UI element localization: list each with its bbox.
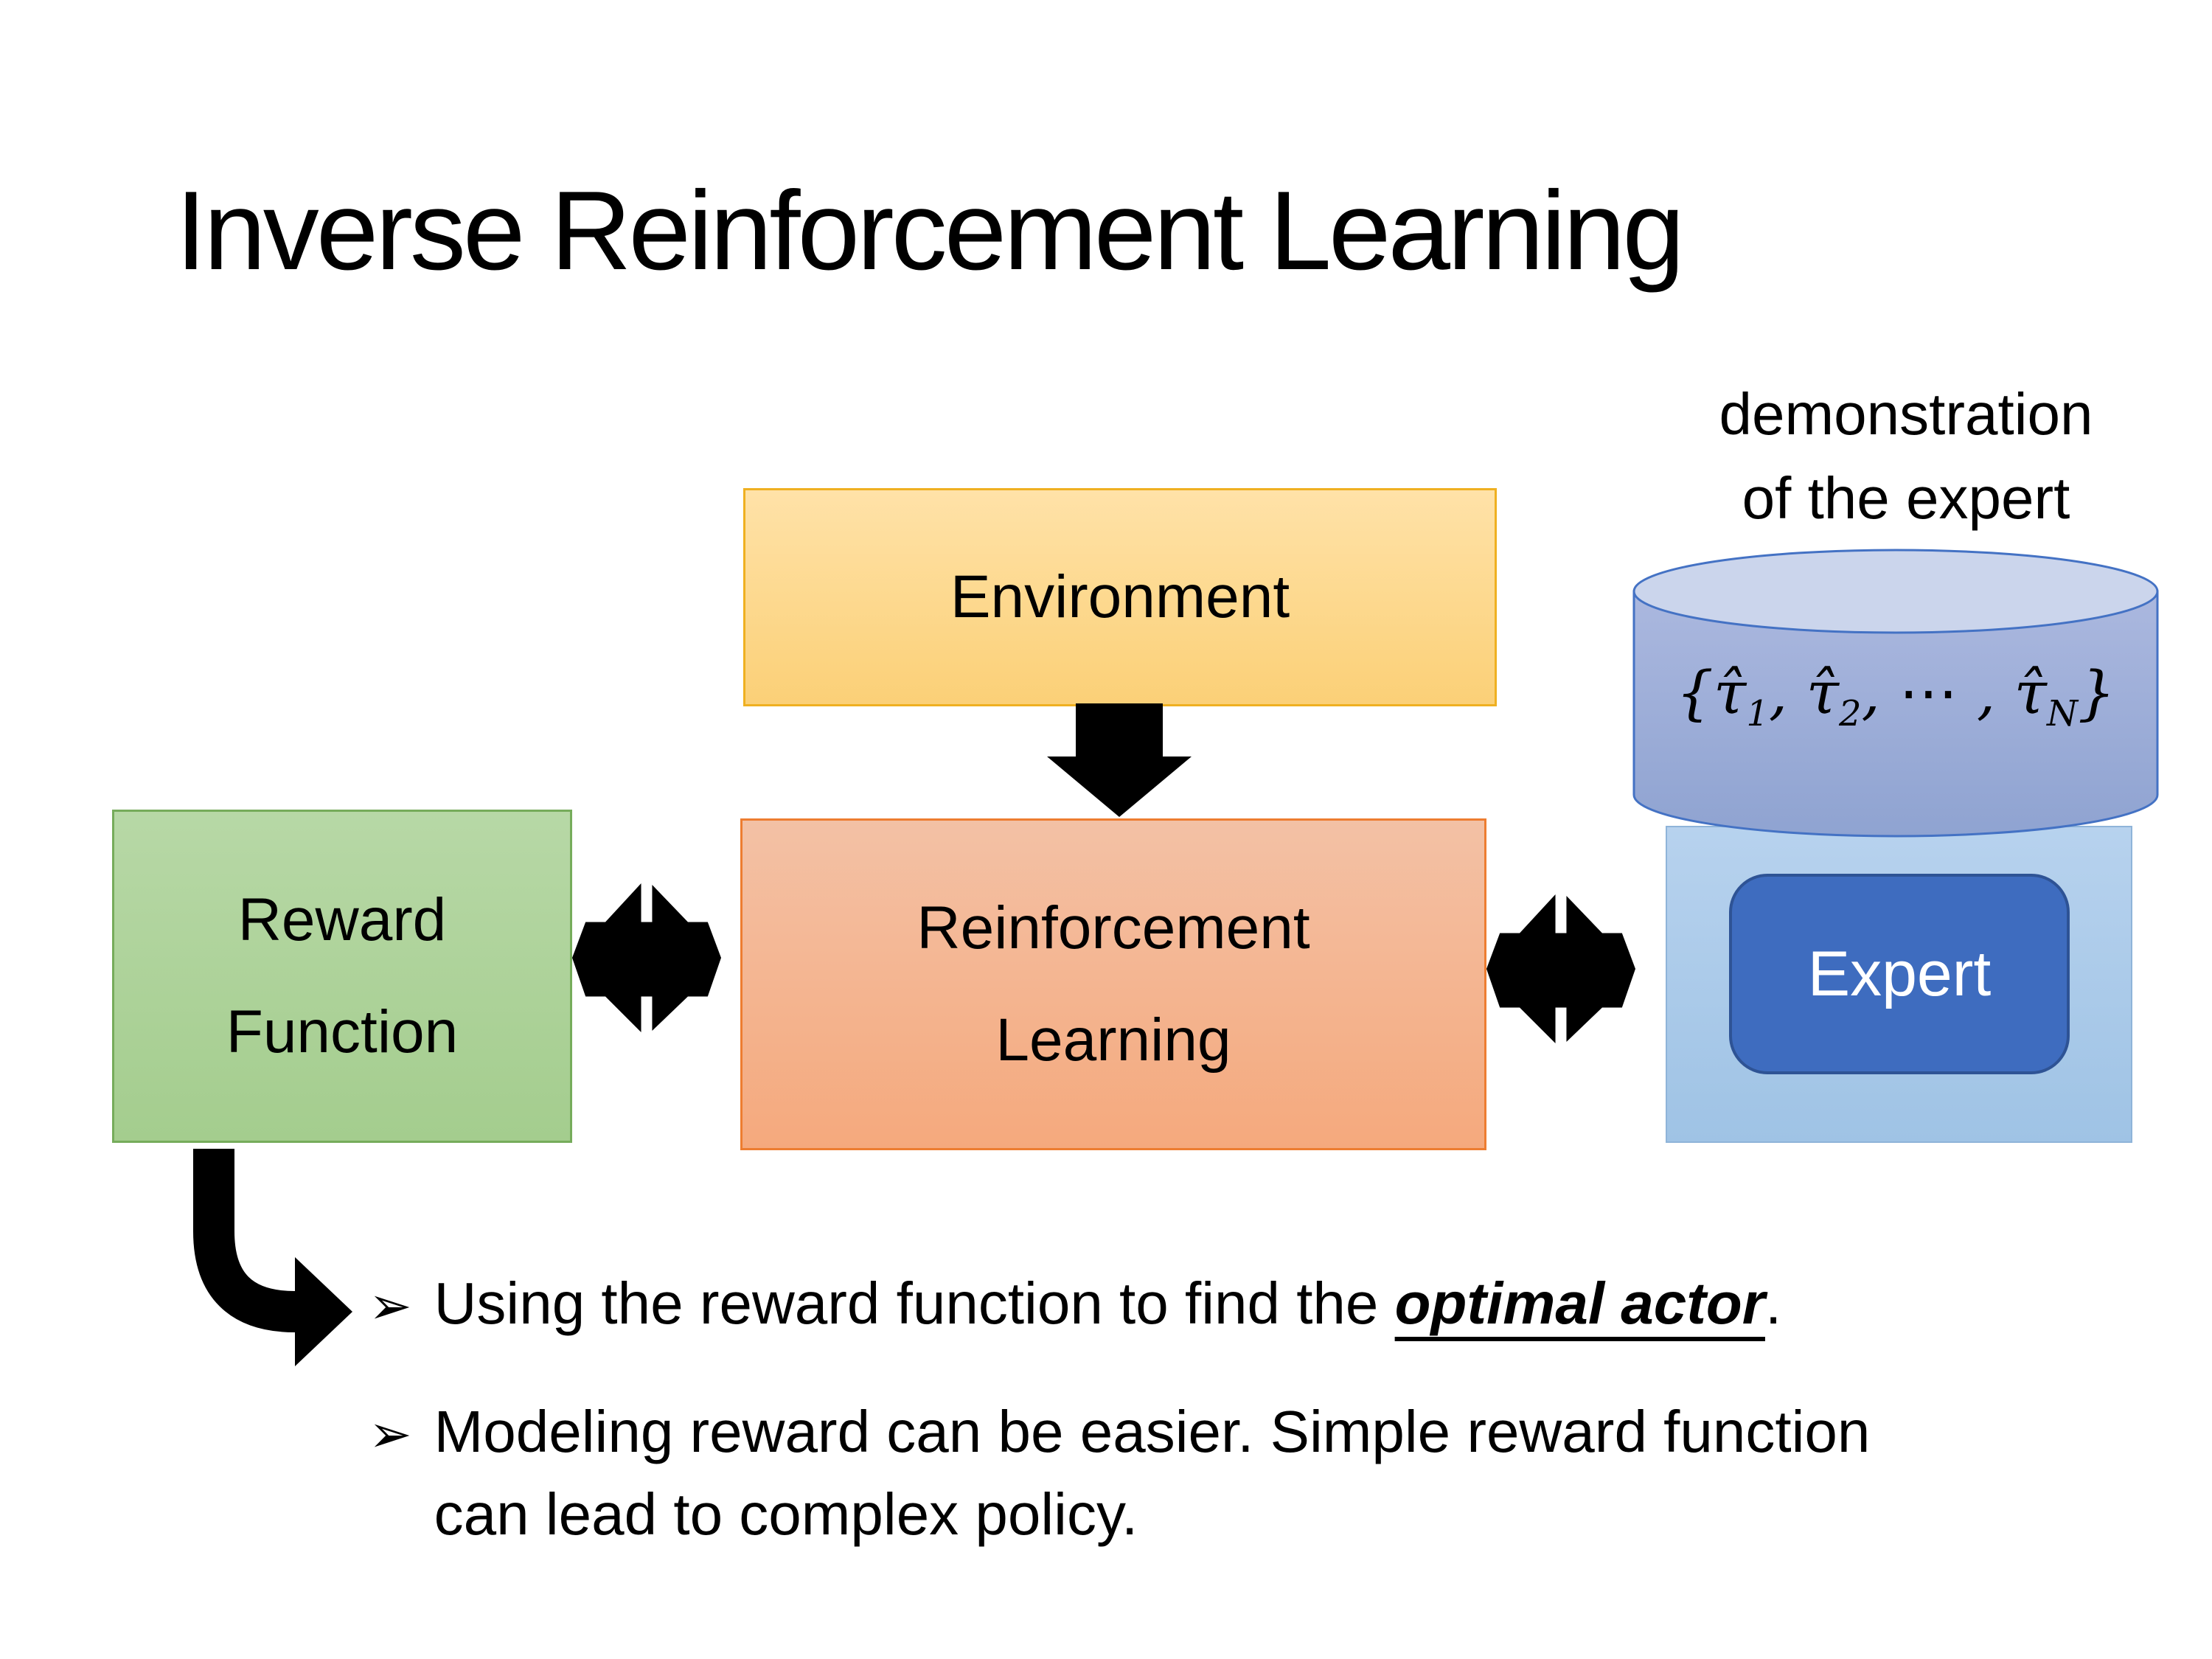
formula-subscript: 1 [1746,693,1769,734]
reinforcement-learning-box-line2: Learning [995,1006,1231,1074]
demonstration-database-icon [1632,549,2159,838]
demonstration-label-line1: demonstration [1719,381,2093,447]
environment-box: Environment [743,488,1497,706]
slide-title: Inverse Reinforcement Learning [175,168,1685,293]
reward-function-box: Reward Function [112,810,572,1143]
bullet-item-2: ➢ Modeling reward can be easier. Simple … [369,1391,1902,1556]
formula-segment: {τ̂ [1676,658,1747,727]
trajectory-set-formula: {τ̂1, τ̂2, ⋯ , τ̂N} [1631,658,2160,734]
reinforcement-learning-box: Reinforcement Learning [740,818,1486,1150]
bullet-2-text: Modeling reward can be easier. Simple re… [434,1399,1871,1547]
bullet-item-1: ➢ Using the reward function to find the … [369,1262,1781,1345]
reinforcement-learning-box-line1: Reinforcement [917,894,1310,962]
reward-function-box-line1: Reward [237,886,447,954]
reward-function-box-line2: Function [226,998,459,1065]
bullet-1-emphasis: optimal actor [1394,1270,1765,1336]
formula-segment: } [2077,658,2115,727]
bent-arrow-icon [193,1149,352,1366]
formula-segment: , ⋯ , τ̂ [1861,658,2047,727]
formula-subscript: N [2046,693,2078,734]
exchange-arrows-right-icon [1486,894,1635,1043]
formula-subscript: 2 [1838,693,1862,734]
formula-segment: , τ̂ [1768,658,1839,727]
bullet-1-after: . [1764,1270,1782,1336]
demonstration-label: demonstration of the expert [1626,372,2186,540]
bullet-marker-icon: ➢ [369,1405,412,1463]
exchange-arrows-left-icon [572,883,721,1032]
bullet-1-before: Using the reward function to find the [434,1270,1395,1336]
down-arrow-icon [1047,703,1192,817]
bullet-marker-icon: ➢ [369,1277,412,1335]
expert-box-label: Expert [1807,938,1992,1009]
expert-box: Expert [1729,874,2070,1074]
environment-box-label: Environment [950,563,1290,630]
demonstration-label-line2: of the expert [1742,465,2070,531]
bullet-1-text: Using the reward function to find the op… [434,1262,1782,1345]
